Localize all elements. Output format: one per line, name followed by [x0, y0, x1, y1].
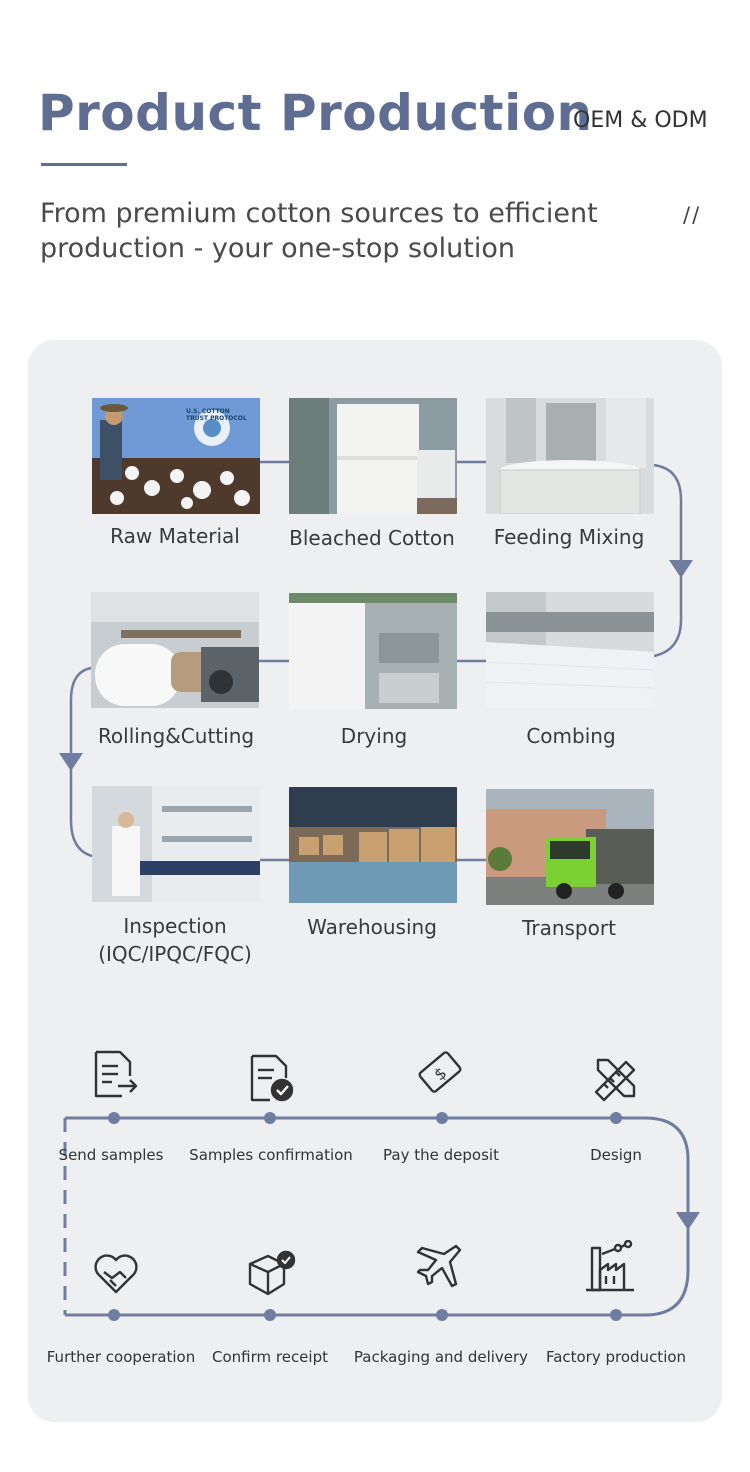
inspection-line-2: (IQC/IPQC/FQC) — [98, 942, 252, 966]
step-label-drying: Drying — [340, 724, 408, 748]
process-label-design: Design — [590, 1146, 642, 1164]
inspection-line-1: Inspection — [123, 914, 227, 938]
heart-handshake-icon — [90, 1246, 142, 1298]
process-label-pay-deposit: Pay the deposit — [383, 1146, 499, 1164]
combing-photo — [486, 592, 654, 708]
step-label-bleached-cotton: Bleached Cotton — [289, 526, 455, 550]
slash-decoration: // — [683, 203, 702, 227]
dollar-bill-icon: $ — [414, 1046, 466, 1098]
step-label-feeding-mixing: Feeding Mixing — [493, 525, 645, 549]
rolling-cutting-photo — [91, 592, 259, 708]
step-label-transport: Transport — [522, 916, 616, 940]
process-label-packaging-delivery: Packaging and delivery — [353, 1348, 529, 1366]
step-label-rolling-cutting: Rolling&Cutting — [97, 724, 255, 748]
title-underline — [41, 163, 127, 166]
drying-photo — [289, 593, 457, 709]
box-check-icon — [244, 1248, 296, 1300]
logo-text-line-1: U.S. COTTON — [186, 408, 230, 415]
bleached-cotton-photo — [289, 398, 457, 514]
subtitle-line-2: production - your one-stop solution — [40, 233, 515, 264]
process-label-samples-confirmation: Samples confirmation — [189, 1146, 353, 1164]
page-title: Product Production — [38, 84, 593, 142]
document-send-icon — [88, 1048, 140, 1100]
raw-material-photo: U.S. COTTON TRUST PROTOCOL — [92, 398, 260, 514]
step-label-combing: Combing — [526, 724, 616, 748]
subtitle-line-1: From premium cotton sources to efficient — [40, 198, 598, 229]
step-label-warehousing: Warehousing — [307, 915, 437, 939]
process-label-confirm-receipt: Confirm receipt — [211, 1348, 328, 1366]
factory-icon — [584, 1239, 636, 1292]
feeding-mixing-photo — [486, 398, 654, 514]
page-subtitle: From premium cotton sources to efficient… — [40, 196, 640, 266]
process-label-send-samples: Send samples — [58, 1146, 164, 1164]
airplane-icon — [414, 1240, 466, 1292]
pencil-ruler-icon — [590, 1052, 642, 1104]
process-label-further-cooperation: Further cooperation — [46, 1348, 196, 1366]
transport-photo — [486, 789, 654, 905]
step-label-raw-material: Raw Material — [110, 524, 240, 548]
oem-odm-badge: OEM & ODM — [573, 108, 708, 133]
step-label-inspection: Inspection (IQC/IPQC/FQC) — [75, 912, 275, 968]
process-label-factory-production: Factory production — [545, 1348, 687, 1366]
warehousing-photo — [289, 787, 457, 903]
logo-text-line-2: TRUST PROTOCOL — [186, 415, 247, 422]
document-check-icon — [244, 1052, 296, 1104]
inspection-photo — [92, 786, 260, 902]
